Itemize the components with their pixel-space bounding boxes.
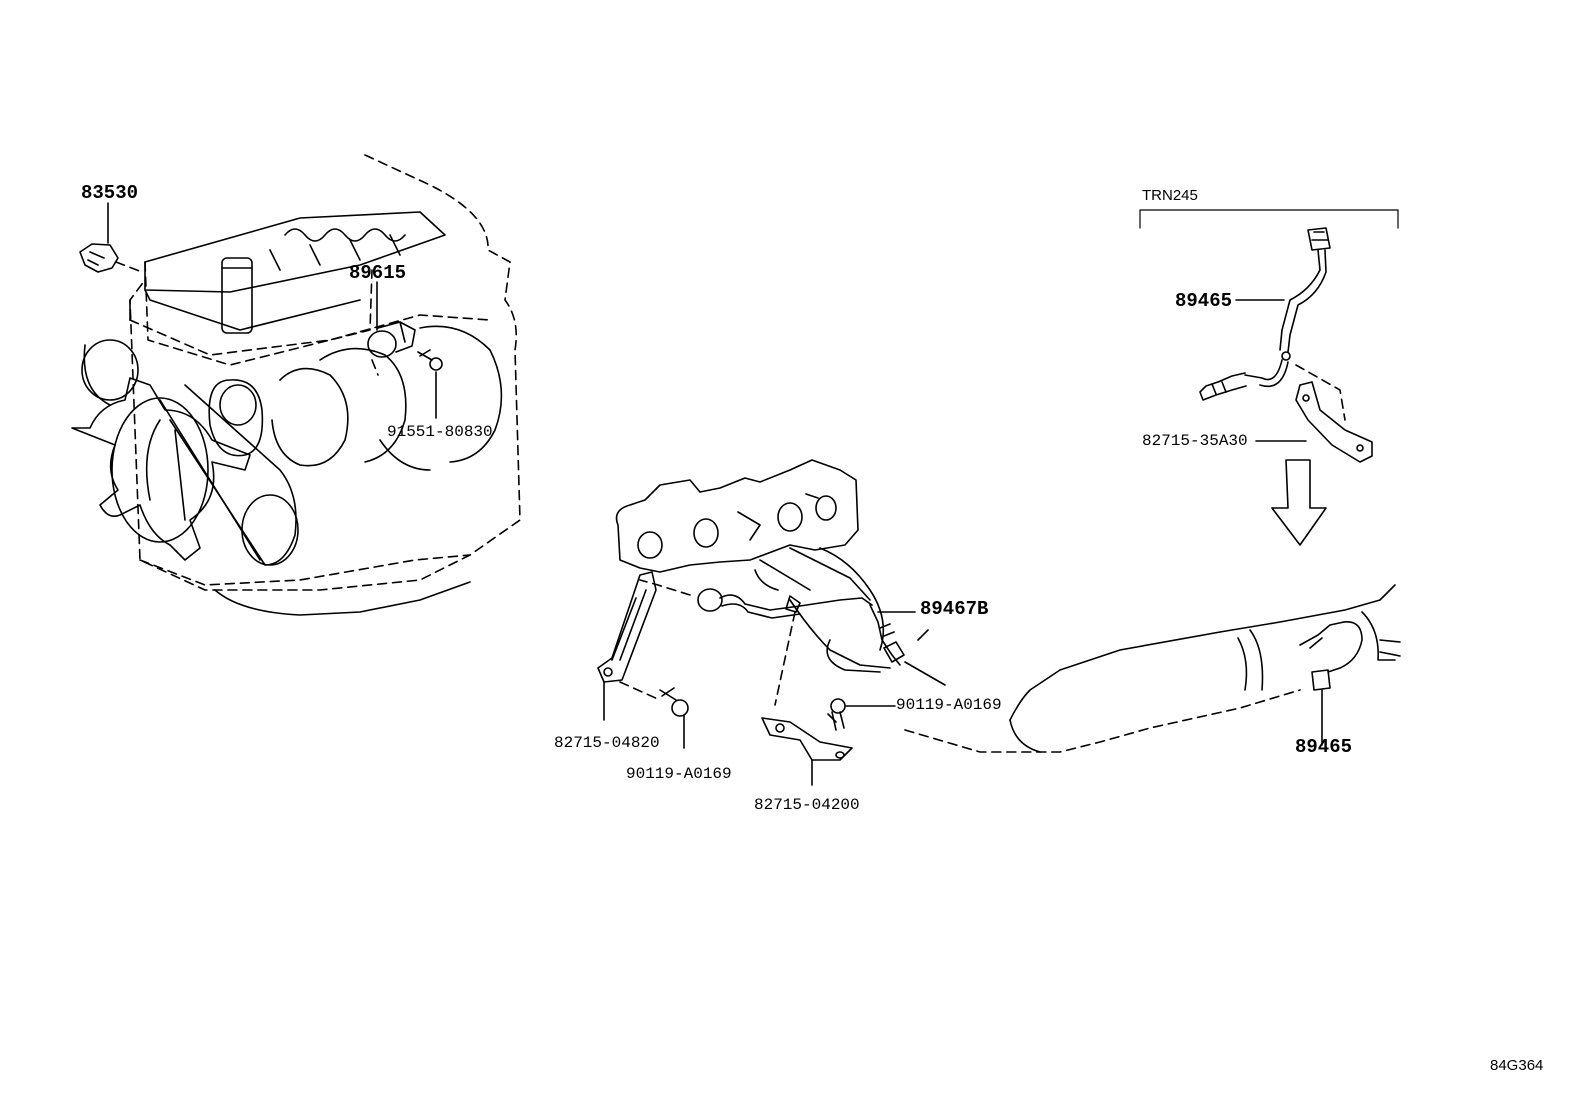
part-90119-A0169-bolt-right [830,698,896,731]
part-label-82715-04200: 82715-04200 [754,796,860,814]
part-89615-sensor [367,281,416,376]
part-90119-A0169-bolt-left [659,687,689,749]
engine-block-drawing [71,154,521,616]
part-91551-80830-bolt [417,349,443,419]
part-label-89465-bottom: 89465 [1295,736,1353,758]
part-label-83530: 83530 [81,182,139,204]
part-label-89467B: 89467B [920,598,989,620]
part-label-82715-04820: 82715-04820 [554,734,660,752]
part-label-91551-80830: 91551-80830 [387,423,493,441]
part-82715-04820-bracket [597,571,661,721]
part-label-90119-A0169-left: 90119-A0169 [626,765,732,783]
exhaust-pipe-drawing [904,584,1401,753]
trn245-variant-group [1139,209,1399,546]
exhaust-manifold-drawing [615,459,946,706]
figure-code: 84G364 [1490,1057,1544,1074]
part-83530-oil-pressure-switch [79,202,143,273]
part-label-82715-35A30: 82715-35A30 [1142,432,1248,450]
variant-label-trn245: TRN245 [1142,187,1198,204]
part-label-89615: 89615 [349,262,407,284]
part-label-89465-top: 89465 [1175,290,1233,312]
part-82715-04200-bracket [761,713,853,786]
part-label-90119-A0169-right: 90119-A0169 [896,696,1002,714]
